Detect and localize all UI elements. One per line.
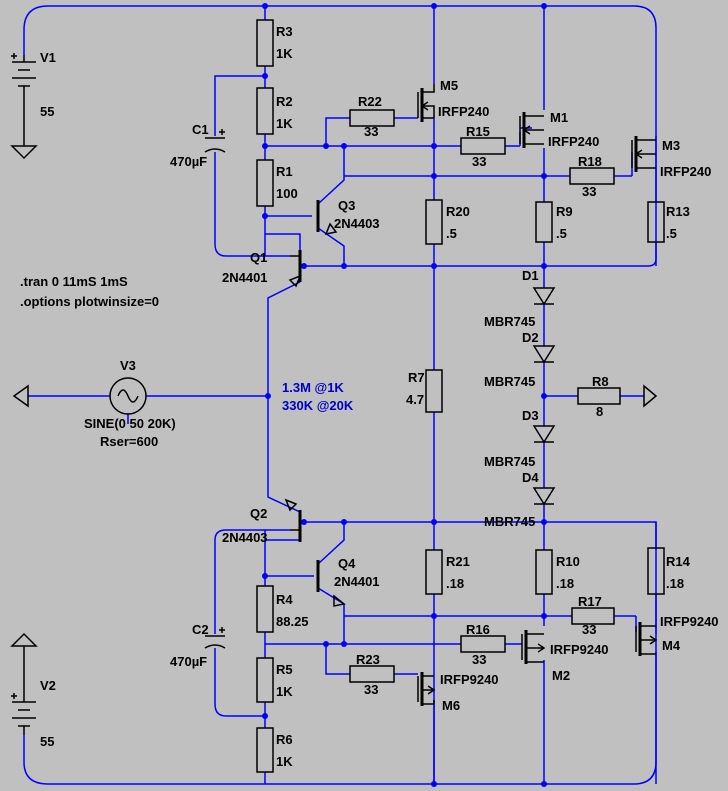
wires xyxy=(23,5,657,785)
r1-name: R1 xyxy=(276,164,293,179)
r13-value: .5 xyxy=(666,226,677,241)
m4-value: IRFP9240 xyxy=(660,614,719,629)
r13-name: R13 xyxy=(666,204,690,219)
mosfet-symbols xyxy=(417,84,658,706)
q4-name: Q4 xyxy=(338,556,356,571)
r10-value: .18 xyxy=(556,576,574,591)
r10-name: R10 xyxy=(556,554,580,569)
r16-value: 33 xyxy=(472,652,486,667)
r18-name: R18 xyxy=(578,154,602,169)
q3-name: Q3 xyxy=(338,198,355,213)
r17-value: 33 xyxy=(582,622,596,637)
impedance-annotations: 1.3M @1K 330K @20K xyxy=(282,380,354,413)
r20-name: R20 xyxy=(446,204,470,219)
r22-name: R22 xyxy=(358,94,382,109)
v1-value: 55 xyxy=(40,104,54,119)
q2-name: Q2 xyxy=(250,506,267,521)
d3-value: MBR745 xyxy=(484,454,535,469)
r4-name: R4 xyxy=(276,592,293,607)
component-labels: V1 55 V2 55 V3 SINE(0 50 20K) Rser=600 R… xyxy=(40,24,719,769)
r3-value: 1K xyxy=(276,46,293,61)
m4-name: M4 xyxy=(662,638,681,653)
diode-symbols xyxy=(532,287,556,506)
m1-name: M1 xyxy=(550,110,568,125)
impedance-1k-note: 1.3M @1K xyxy=(282,380,344,395)
r23-name: R23 xyxy=(356,652,380,667)
r23-value: 33 xyxy=(364,682,378,697)
q3-value: 2N4403 xyxy=(334,216,380,231)
r16-name: R16 xyxy=(466,622,490,637)
m5-value: IRFP240 xyxy=(438,104,489,119)
output-terminal xyxy=(643,384,658,408)
spice-directives: .tran 0 11mS 1mS .options plotwinsize=0 xyxy=(20,274,159,309)
r5-name: R5 xyxy=(276,662,293,677)
m3-name: M3 xyxy=(662,138,680,153)
m2-value: IRFP9240 xyxy=(550,642,609,657)
v1-battery-symbol xyxy=(10,53,38,160)
r22-value: 33 xyxy=(364,124,378,139)
r7-name: R7 xyxy=(408,370,425,385)
q1-value: 2N4401 xyxy=(222,270,268,285)
r21-value: .18 xyxy=(446,576,464,591)
r2-name: R2 xyxy=(276,94,293,109)
r5-value: 1K xyxy=(276,684,293,699)
m6-name: M6 xyxy=(442,698,460,713)
r9-name: R9 xyxy=(556,204,573,219)
r2-value: 1K xyxy=(276,116,293,131)
v3-sine-source-symbol xyxy=(12,377,147,415)
r3-name: R3 xyxy=(276,24,293,39)
v3-value: SINE(0 50 20K) xyxy=(84,416,176,431)
c2-value: 470µF xyxy=(170,654,207,669)
d4-name: D4 xyxy=(522,470,539,485)
v2-battery-symbol xyxy=(10,632,38,735)
r8-name: R8 xyxy=(592,374,609,389)
d3-name: D3 xyxy=(522,408,539,423)
v1-name: V1 xyxy=(40,50,56,65)
impedance-20k-note: 330K @20K xyxy=(282,398,354,413)
r6-name: R6 xyxy=(276,732,293,747)
r15-value: 33 xyxy=(472,154,486,169)
d2-name: D2 xyxy=(522,330,539,345)
r17-name: R17 xyxy=(578,594,602,609)
q4-value: 2N4401 xyxy=(334,574,380,589)
r6-value: 1K xyxy=(276,754,293,769)
bjt-symbols xyxy=(284,200,346,607)
r4-value: 88.25 xyxy=(276,614,309,629)
r1-value: 100 xyxy=(276,186,298,201)
d1-name: D1 xyxy=(522,268,539,283)
m5-name: M5 xyxy=(440,78,458,93)
capacitor-symbols xyxy=(204,129,226,649)
m1-value: IRFP240 xyxy=(548,134,599,149)
r14-value: .18 xyxy=(666,576,684,591)
r9-value: .5 xyxy=(556,226,567,241)
q2-value: 2N4403 xyxy=(222,530,268,545)
r15-name: R15 xyxy=(466,124,490,139)
r21-name: R21 xyxy=(446,554,470,569)
r7-value: 4.7 xyxy=(406,392,424,407)
m2-name: M2 xyxy=(552,668,570,683)
c1-value: 470µF xyxy=(170,154,207,169)
d4-value: MBR745 xyxy=(484,514,535,529)
v3-name: V3 xyxy=(120,358,136,373)
d1-value: MBR745 xyxy=(484,314,535,329)
r14-name: R14 xyxy=(666,554,691,569)
c1-name: C1 xyxy=(192,122,209,137)
r8-value: 8 xyxy=(596,404,603,419)
q1-name: Q1 xyxy=(250,250,267,265)
r18-value: 33 xyxy=(582,184,596,199)
v3-rser: Rser=600 xyxy=(100,434,158,449)
junctions xyxy=(262,3,547,787)
c2-name: C2 xyxy=(192,622,209,637)
m3-value: IRFP240 xyxy=(660,164,711,179)
tran-directive: .tran 0 11mS 1mS xyxy=(20,274,128,289)
m6-value: IRFP9240 xyxy=(440,672,499,687)
v2-name: V2 xyxy=(40,678,56,693)
options-directive: .options plotwinsize=0 xyxy=(20,294,159,309)
r20-value: .5 xyxy=(446,226,457,241)
d2-value: MBR745 xyxy=(484,374,535,389)
resistor-bodies xyxy=(256,19,665,773)
v2-value: 55 xyxy=(40,734,54,749)
